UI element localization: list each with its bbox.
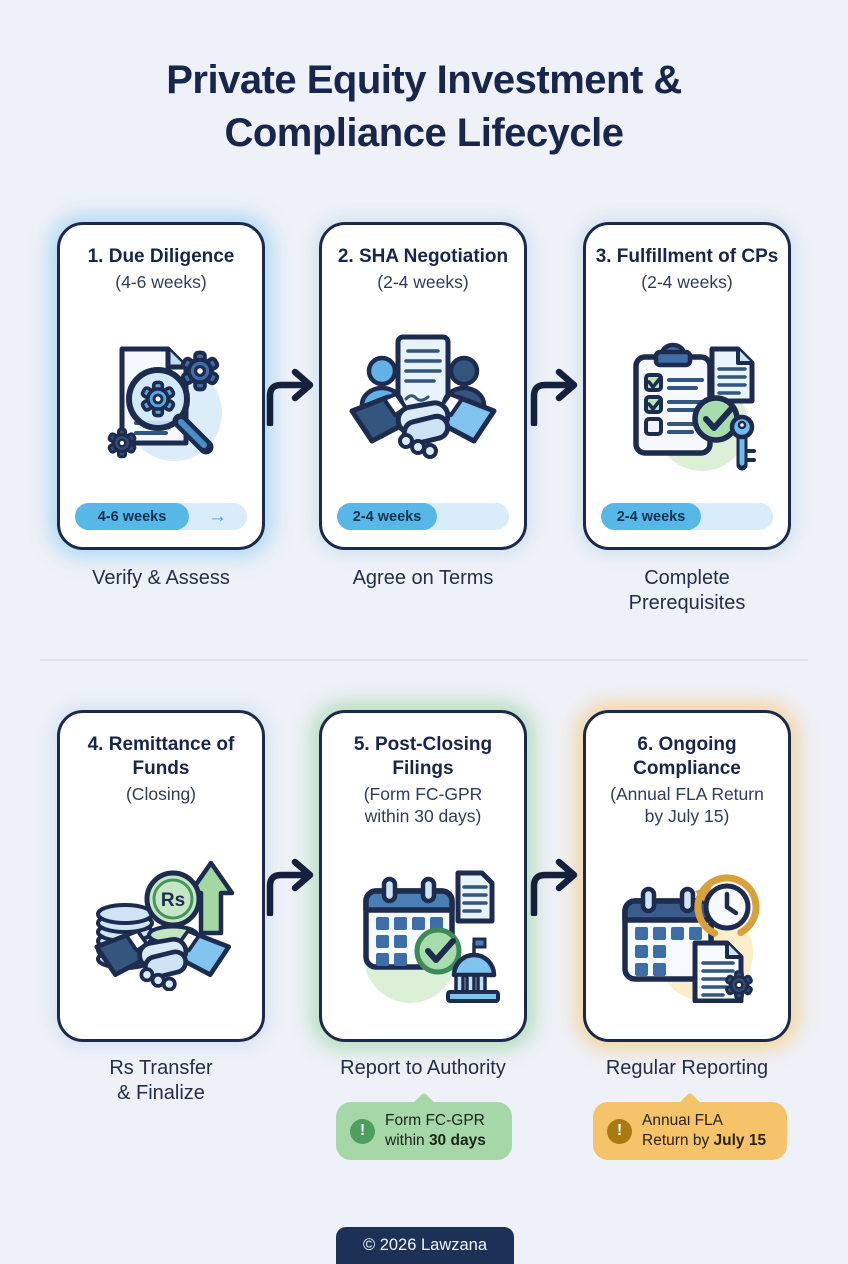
step-2-caption: Agree on Terms: [352, 567, 494, 589]
step-6-title: 6. Ongoing Compliance: [633, 734, 741, 779]
callout-line1: Form FC-GPR: [385, 1111, 485, 1129]
callout-line2-bold: July 15: [713, 1132, 767, 1149]
step-card-due-diligence: 1. Due Diligence (4-6 weeks): [57, 222, 265, 550]
flow-arrow-icon: [266, 858, 314, 916]
step-card-ongoing-compliance: 6. Ongoing Compliance (Annual FLA Return…: [583, 710, 791, 1042]
step-1-title: 1. Due Diligence: [87, 246, 235, 267]
callout-fla-deadline: ! Annual FLA Return by July 15: [593, 1092, 787, 1160]
clipboard-checklist-key-icon: [594, 293, 780, 503]
flow-arrow-icon: [266, 368, 314, 426]
callout-line2: Return by: [642, 1132, 714, 1149]
calendar-filing-government-icon: [330, 827, 516, 1027]
footer-text: © 2026 Lawzana: [362, 1236, 488, 1254]
step-1-subtitle: (4-6 weeks): [115, 271, 207, 292]
step-3-title: 3. Fulfillment of CPs: [595, 246, 779, 267]
step-card-post-closing: 5. Post-Closing Filings (Form FC-GPR wit…: [319, 710, 527, 1042]
flow-arrow-icon: [530, 858, 578, 916]
step-5-caption: Report to Authority: [340, 1057, 506, 1079]
duration-pill-track: 4-6 weeks →: [75, 503, 247, 530]
step-5-subtitle: (Form FC-GPR within 30 days): [363, 783, 483, 826]
row-divider: [40, 659, 808, 661]
step-4-title: 4. Remittance of Funds: [87, 734, 235, 779]
duration-pill-track: 2-4 weeks: [337, 503, 509, 530]
step-4-caption: Rs Transfer & Finalize: [109, 1057, 213, 1104]
step-2-title: 2. SHA Negotiation: [337, 246, 509, 267]
handshake-agreement-icon: [330, 293, 516, 503]
callout-line1: Annual FLA: [642, 1111, 723, 1129]
document-magnifier-gears-icon: [68, 293, 254, 503]
flow-arrow-icon: [530, 368, 578, 426]
step-card-fulfillment-cps: 3. Fulfillment of CPs (2-4 weeks): [583, 222, 791, 550]
callout-text: Form FC-GPR within 30 days: [385, 1111, 486, 1151]
step-5-title: 5. Post-Closing Filings: [353, 734, 493, 779]
duration-pill-track: 2-4 weeks: [601, 503, 773, 530]
callout-fcgpr-deadline: ! Form FC-GPR within 30 days: [336, 1092, 512, 1160]
step-3-subtitle: (2-4 weeks): [641, 271, 733, 292]
duration-badge: 2-4 weeks: [337, 503, 437, 530]
duration-badge: 4-6 weeks: [75, 503, 189, 530]
footer-badge: © 2026 Lawzana: [336, 1227, 514, 1264]
step-1-caption: Verify & Assess: [92, 567, 230, 589]
step-2-subtitle: (2-4 weeks): [377, 271, 469, 292]
page-title: Private Equity Investment & Compliance L…: [166, 58, 682, 155]
step-6-subtitle: (Annual FLA Return by July 15): [610, 783, 764, 826]
arrow-right-icon: →: [208, 506, 227, 527]
step-card-remittance: 4. Remittance of Funds (Closing) Rs: [57, 710, 265, 1042]
step-4-subtitle: (Closing): [125, 783, 197, 804]
alert-icon: !: [607, 1118, 632, 1144]
callout-text: Annual FLA Return by July 15: [642, 1111, 766, 1151]
step-card-sha-negotiation: 2. SHA Negotiation (2-4 weeks): [319, 222, 527, 550]
alert-icon: !: [350, 1118, 375, 1144]
callout-line2-bold: 30 days: [428, 1132, 486, 1149]
rupee-symbol: Rs: [161, 890, 185, 911]
step-6-caption: Regular Reporting: [605, 1057, 769, 1079]
funds-transfer-handshake-icon: Rs: [68, 805, 254, 1027]
duration-badge: 2-4 weeks: [601, 503, 701, 530]
step-3-caption: Complete Prerequisites: [628, 567, 746, 614]
callout-line2: within: [385, 1132, 429, 1149]
calendar-clock-report-icon: [594, 827, 780, 1027]
